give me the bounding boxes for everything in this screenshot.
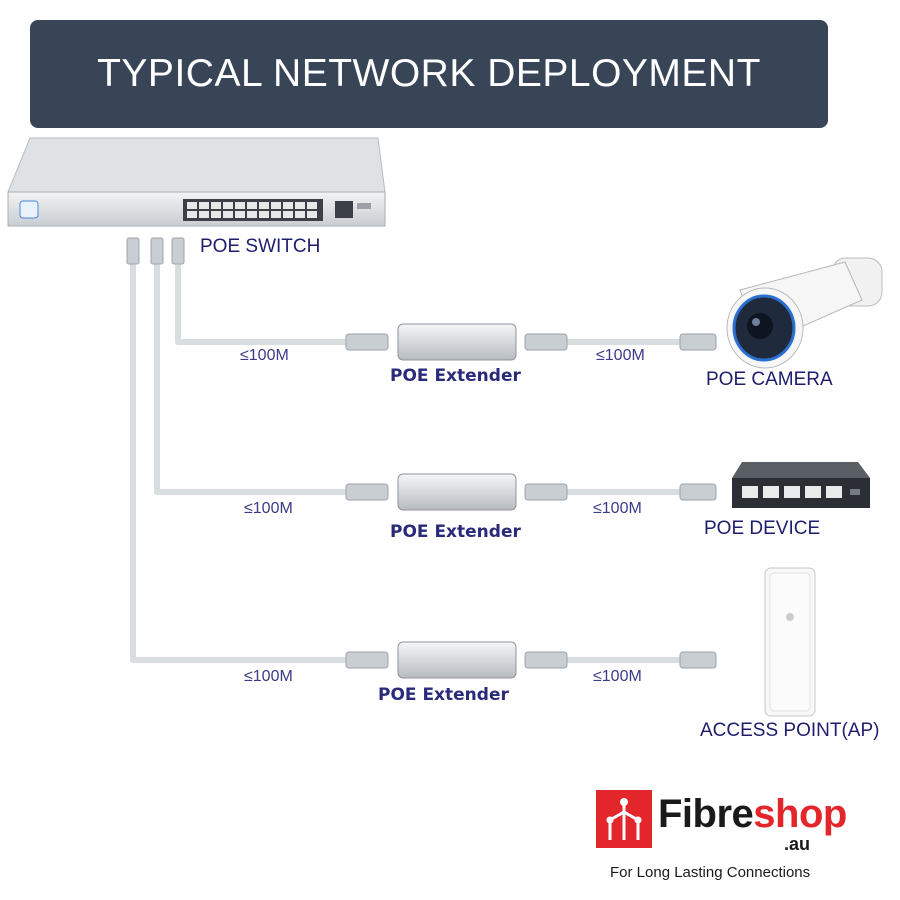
extender-row-2-hardware	[345, 473, 717, 511]
poe-switch-device	[7, 137, 386, 227]
row-3-device-label: ACCESS POINT(AP)	[700, 720, 880, 741]
brand-tagline: For Long Lasting Connections	[610, 864, 811, 881]
access-point-icon	[764, 567, 816, 717]
extender-row-1-hardware	[345, 323, 717, 361]
row-3-extender-label: POE Extender	[378, 685, 509, 705]
row-1-distance-left: ≤100M	[240, 347, 289, 364]
camera-icon	[726, 257, 883, 369]
row-3-distance-left: ≤100M	[244, 668, 293, 685]
brand-fibre: Fibre	[658, 792, 754, 836]
brand-domain: .au	[784, 834, 811, 854]
cable-lines	[130, 262, 690, 663]
row-2-extender-label: POE Extender	[390, 522, 521, 542]
row-1-extender-label: POE Extender	[390, 366, 521, 386]
page-title: TYPICAL NETWORK DEPLOYMENT	[97, 52, 761, 95]
row-1-distance-right: ≤100M	[596, 347, 645, 364]
row-1-device-label: POE CAMERA	[706, 369, 833, 390]
switch-plugs	[126, 237, 185, 265]
poe-device-icon	[732, 462, 870, 508]
extender-row-3-hardware	[345, 641, 717, 679]
fibreshop-logo: Fibreshop .au For Long Lasting Connectio…	[596, 790, 876, 890]
row-2-device-label: POE DEVICE	[704, 518, 821, 539]
row-2-distance-right: ≤100M	[593, 500, 642, 517]
row-3-distance-right: ≤100M	[593, 668, 642, 685]
brand-name: Fibreshop	[658, 792, 847, 837]
switch-label: POE SWITCH	[200, 236, 321, 257]
row-2-distance-left: ≤100M	[244, 500, 293, 517]
fibreshop-logo-icon	[596, 790, 652, 848]
brand-shop: shop	[753, 792, 847, 836]
title-banner: TYPICAL NETWORK DEPLOYMENT	[30, 20, 828, 128]
